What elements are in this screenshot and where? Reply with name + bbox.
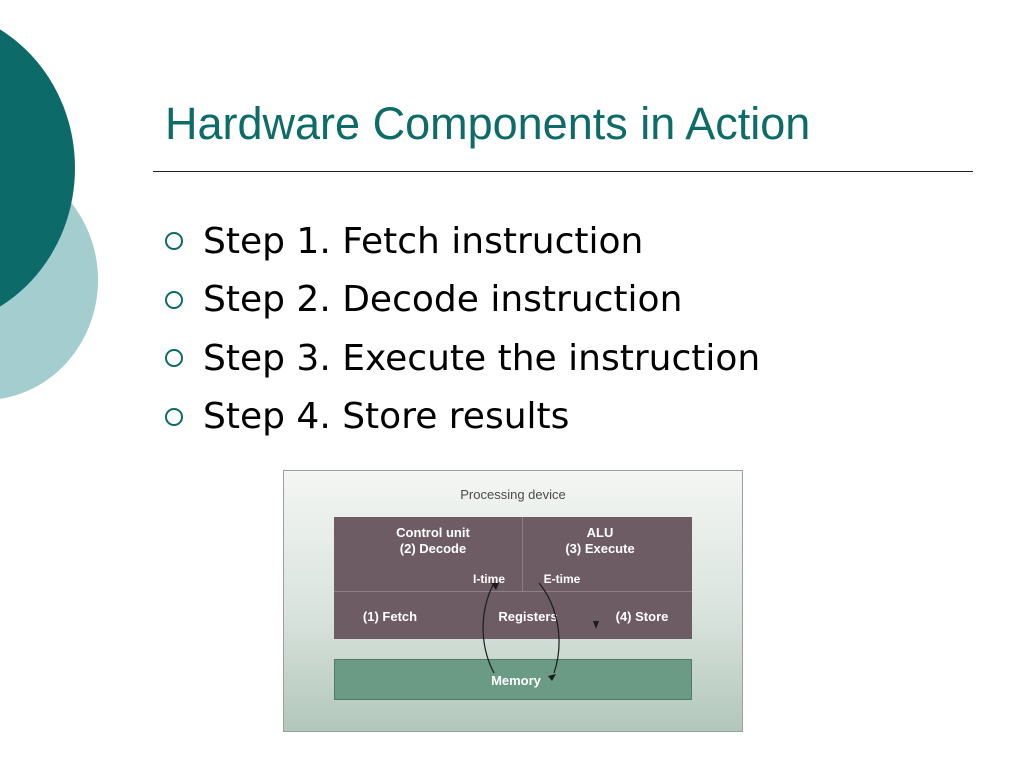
alu-name: ALU [586,525,614,540]
store-label: (4) Store [615,609,669,624]
bullet-icon [165,407,183,426]
step-text: Step 1. Fetch instruction [203,220,644,262]
registers-block [334,591,692,639]
e-time-label: E-time [543,572,581,586]
list-item: Step 3. Execute the instruction [165,329,760,388]
diagram-title: Processing device [460,487,566,502]
processing-device-diagram: Processing device Control unit (2) Decod… [283,470,743,732]
list-item: Step 2. Decode instruction [165,271,760,330]
bullet-icon [165,349,183,368]
list-item: Step 4. Store results [165,388,760,447]
execute-label: (3) Execute [565,541,635,556]
memory-label: Memory [491,673,541,688]
list-item: Step 1. Fetch instruction [165,212,760,271]
bullet-icon [165,232,183,251]
fetch-label: (1) Fetch [362,609,418,624]
i-time-label: I-time [472,572,505,586]
instruction-cycle-arrows [482,582,599,681]
step-text: Step 2. Decode instruction [203,279,683,321]
slide-title: Hardware Components in Action [165,98,811,149]
cpu-divider [522,517,523,591]
memory-arrowhead [548,674,556,681]
control-unit-label: Control unit (2) Decode [358,525,508,557]
store-arrowhead [593,621,599,629]
decode-label: (2) Decode [399,541,467,556]
step-text: Step 4. Store results [203,396,570,438]
registers-label: Registers [498,609,558,624]
step-text: Step 3. Execute the instruction [203,337,761,379]
execute-cycle-arc [538,582,560,674]
control-unit-name: Control unit [396,525,470,540]
alu-label: ALU (3) Execute [550,525,650,557]
fetch-cycle-arc [482,582,495,674]
i-time-arrowhead [491,583,499,590]
cpu-top-block [334,517,692,591]
memory-block [334,659,692,700]
title-underline [153,171,973,172]
step-list: Step 1. Fetch instruction Step 2. Decode… [165,212,760,446]
bullet-icon [165,290,183,309]
